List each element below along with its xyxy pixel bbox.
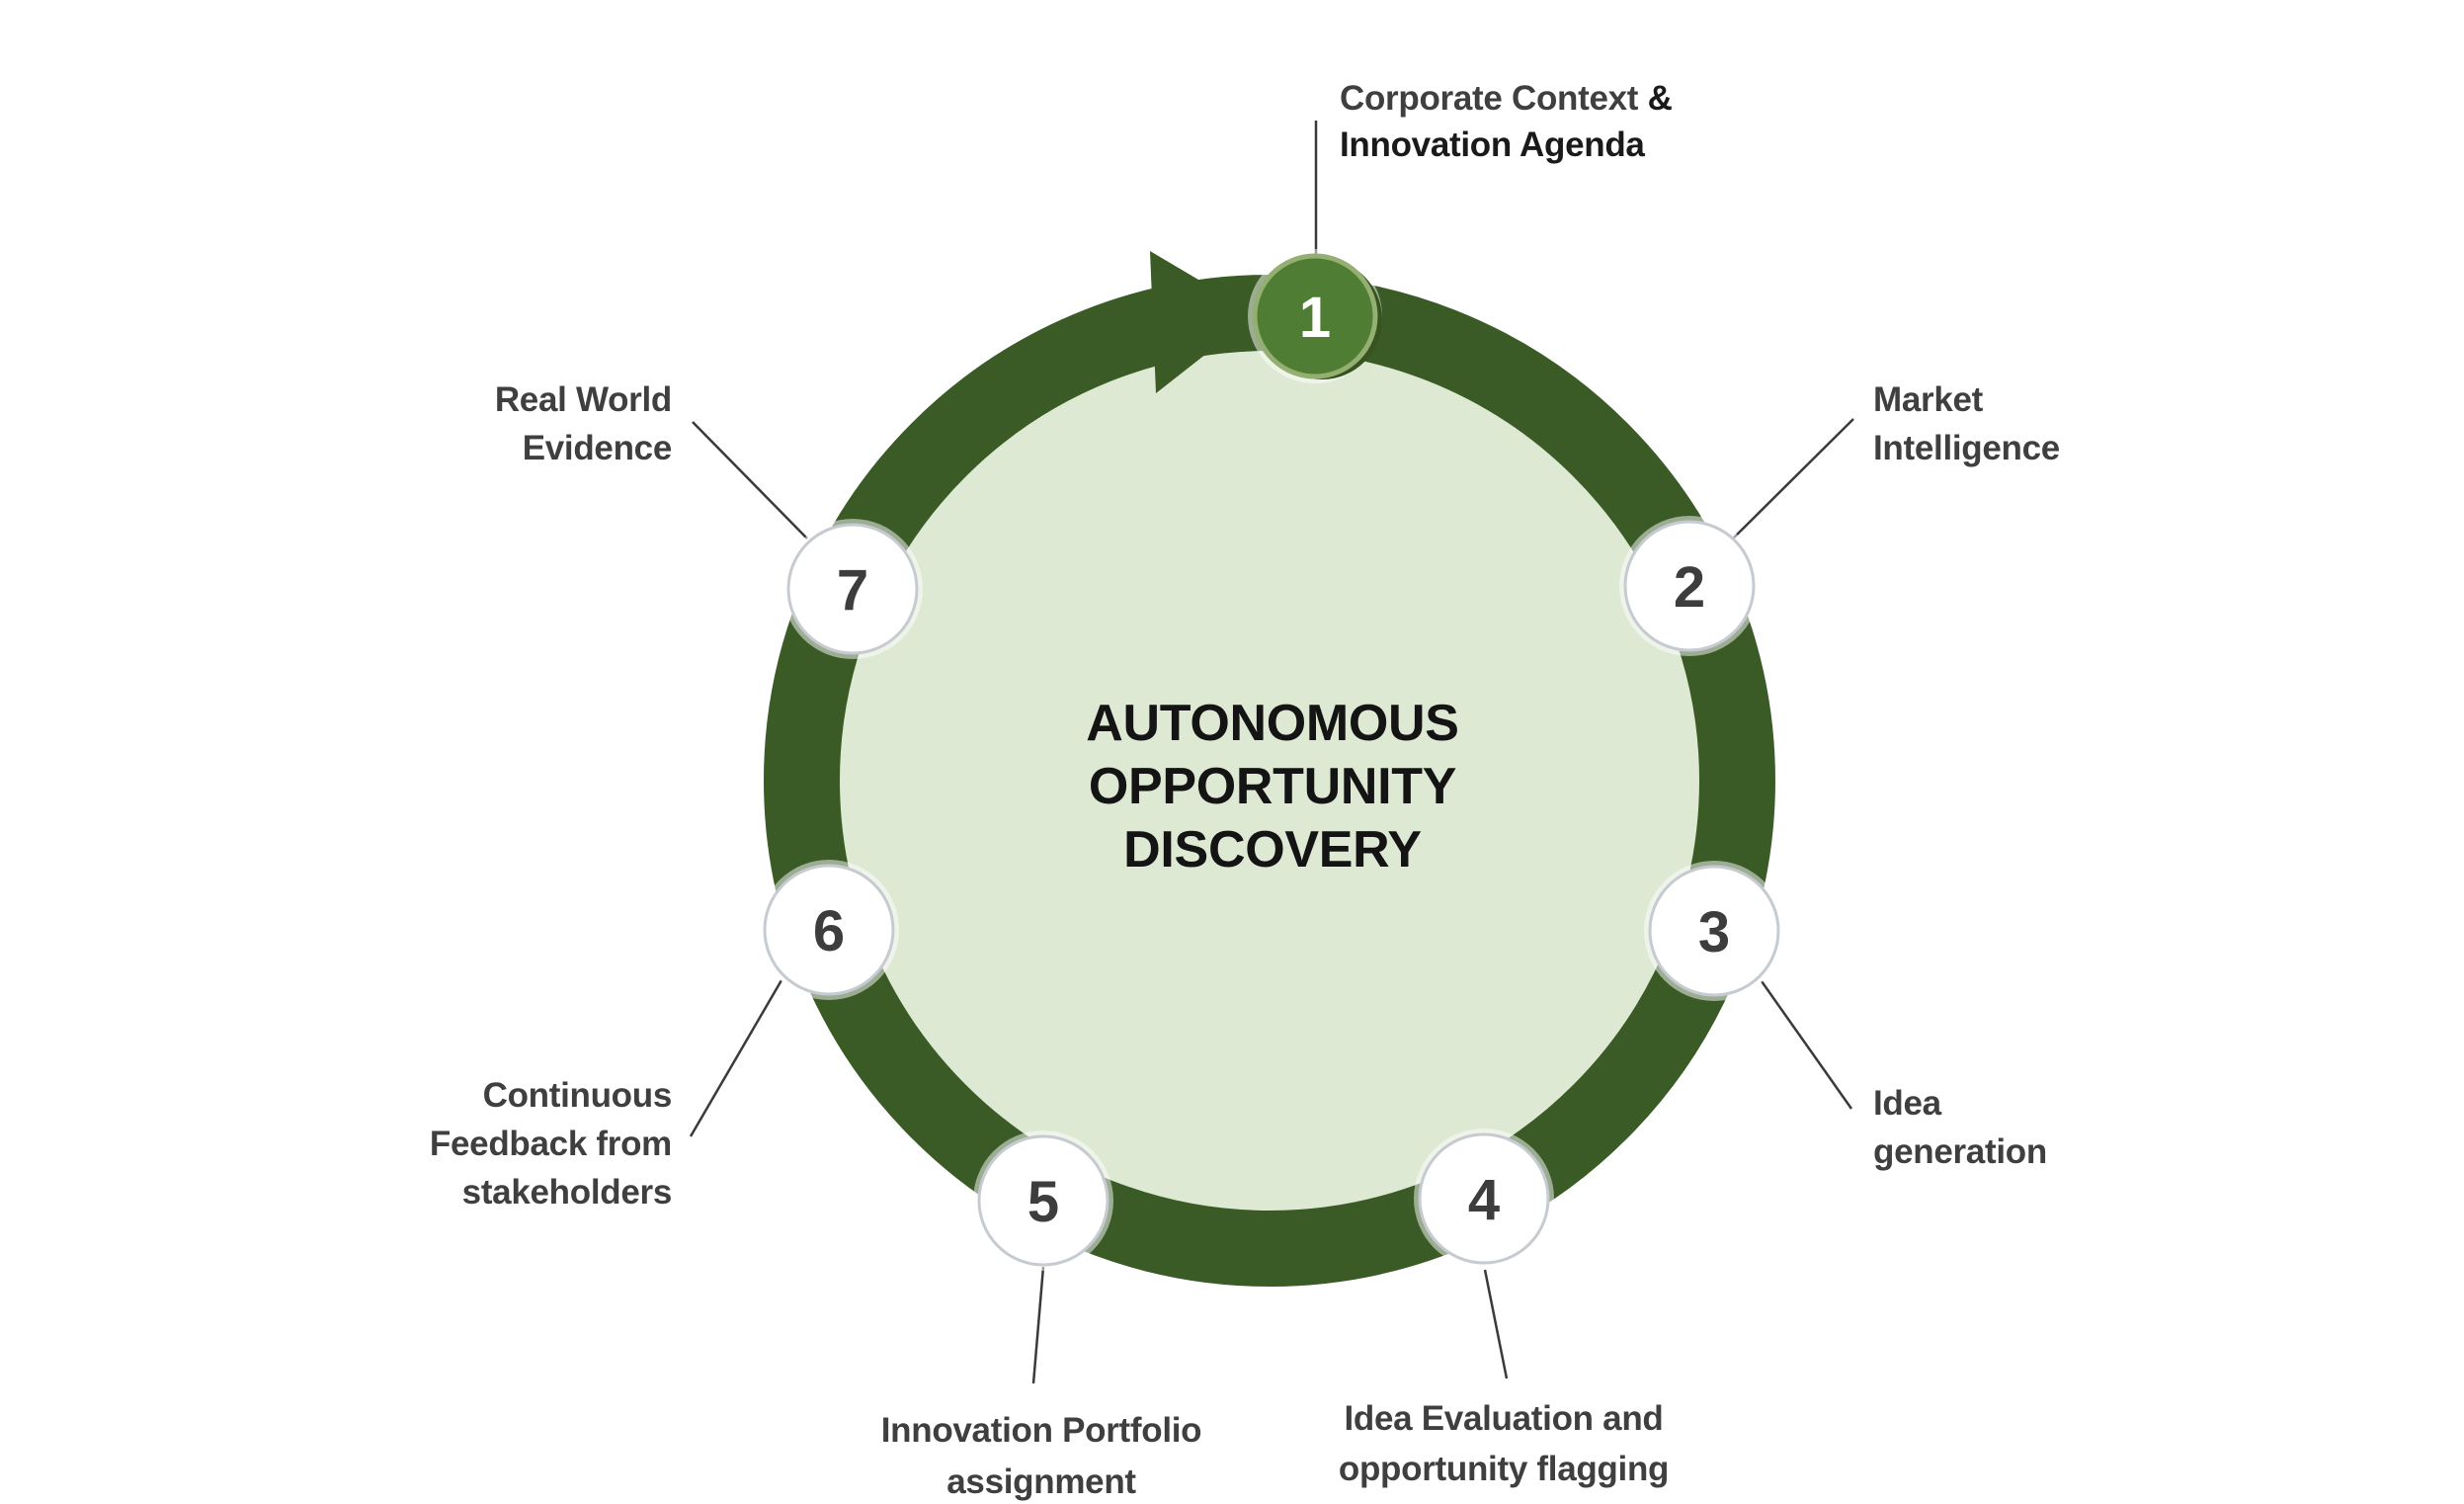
leader-line-step4 [1483,1269,1509,1379]
step1-label: Corporate Context & Innovation Agenda [1340,75,1673,168]
leader-line-step6 [689,979,783,1137]
step1-node [1252,253,1378,379]
step1-number: 1 [1299,286,1331,350]
step4-label-line2: opportunity flagging [1338,1450,1670,1488]
step6-label-line1: Continuous [482,1076,673,1115]
step7-number: 7 [837,558,868,623]
leader-line-step7 [692,421,808,540]
step1-label-line1: Corporate Context & [1340,75,1673,122]
step2-label: Market Intelligence [1873,376,2060,472]
step7-node [786,523,919,655]
diagram-title: AUTONOMOUS OPPORTUNITY DISCOVERY [1026,692,1519,881]
step2-number: 2 [1674,555,1705,620]
step7-label-line1: Real World [494,380,672,419]
leader-line-step2 [1733,418,1854,539]
step5-label-line1: Innovation Portfolio [880,1411,1202,1450]
step3-label: Idea generation [1873,1079,2047,1176]
step6-number: 6 [813,899,845,963]
step5-label: Innovation Portfolio assignment [804,1405,1278,1504]
step3-node [1648,865,1780,997]
diagram-title-line2: OPPORTUNITY [1088,758,1457,815]
step6-label-line3: stakeholders [461,1173,673,1212]
step4-label: Idea Evaluation and opportunity flagging [1267,1393,1741,1494]
step4-node [1418,1132,1550,1265]
diagram-title-line3: DISCOVERY [1123,821,1422,878]
leader-line-step3 [1760,980,1853,1110]
step5-number: 5 [1027,1170,1059,1234]
step2-node [1623,520,1756,652]
step5-label-line2: assignment [946,1462,1136,1501]
step4-number: 4 [1468,1168,1500,1232]
step3-label-line1: Idea [1873,1084,1941,1123]
step1-label-line2: Innovation Agenda [1340,125,1645,164]
step6-label: Continuous Feedback from stakeholders [430,1071,672,1216]
step7-label: Real World Evidence [495,376,672,472]
leader-line-step5 [1031,1266,1045,1384]
step3-label-line2: generation [1873,1132,2047,1171]
step1-label-gray-part: Corporate Context [1340,79,1648,118]
cycle-arrowhead-icon [1150,251,1257,393]
step1-label-ampersand: & [1647,79,1673,118]
step2-label-line1: Market [1873,380,1984,419]
inner-disc [839,350,1700,1212]
step4-label-line1: Idea Evaluation and [1344,1399,1664,1438]
step7-label-line2: Evidence [522,429,673,467]
step2-label-line2: Intelligence [1873,429,2060,467]
step6-label-line2: Feedback from [429,1125,672,1163]
step3-number: 3 [1698,900,1730,964]
step5-node [977,1134,1109,1267]
step6-node [763,864,895,996]
diagram-title-line1: AUTONOMOUS [1086,695,1459,752]
